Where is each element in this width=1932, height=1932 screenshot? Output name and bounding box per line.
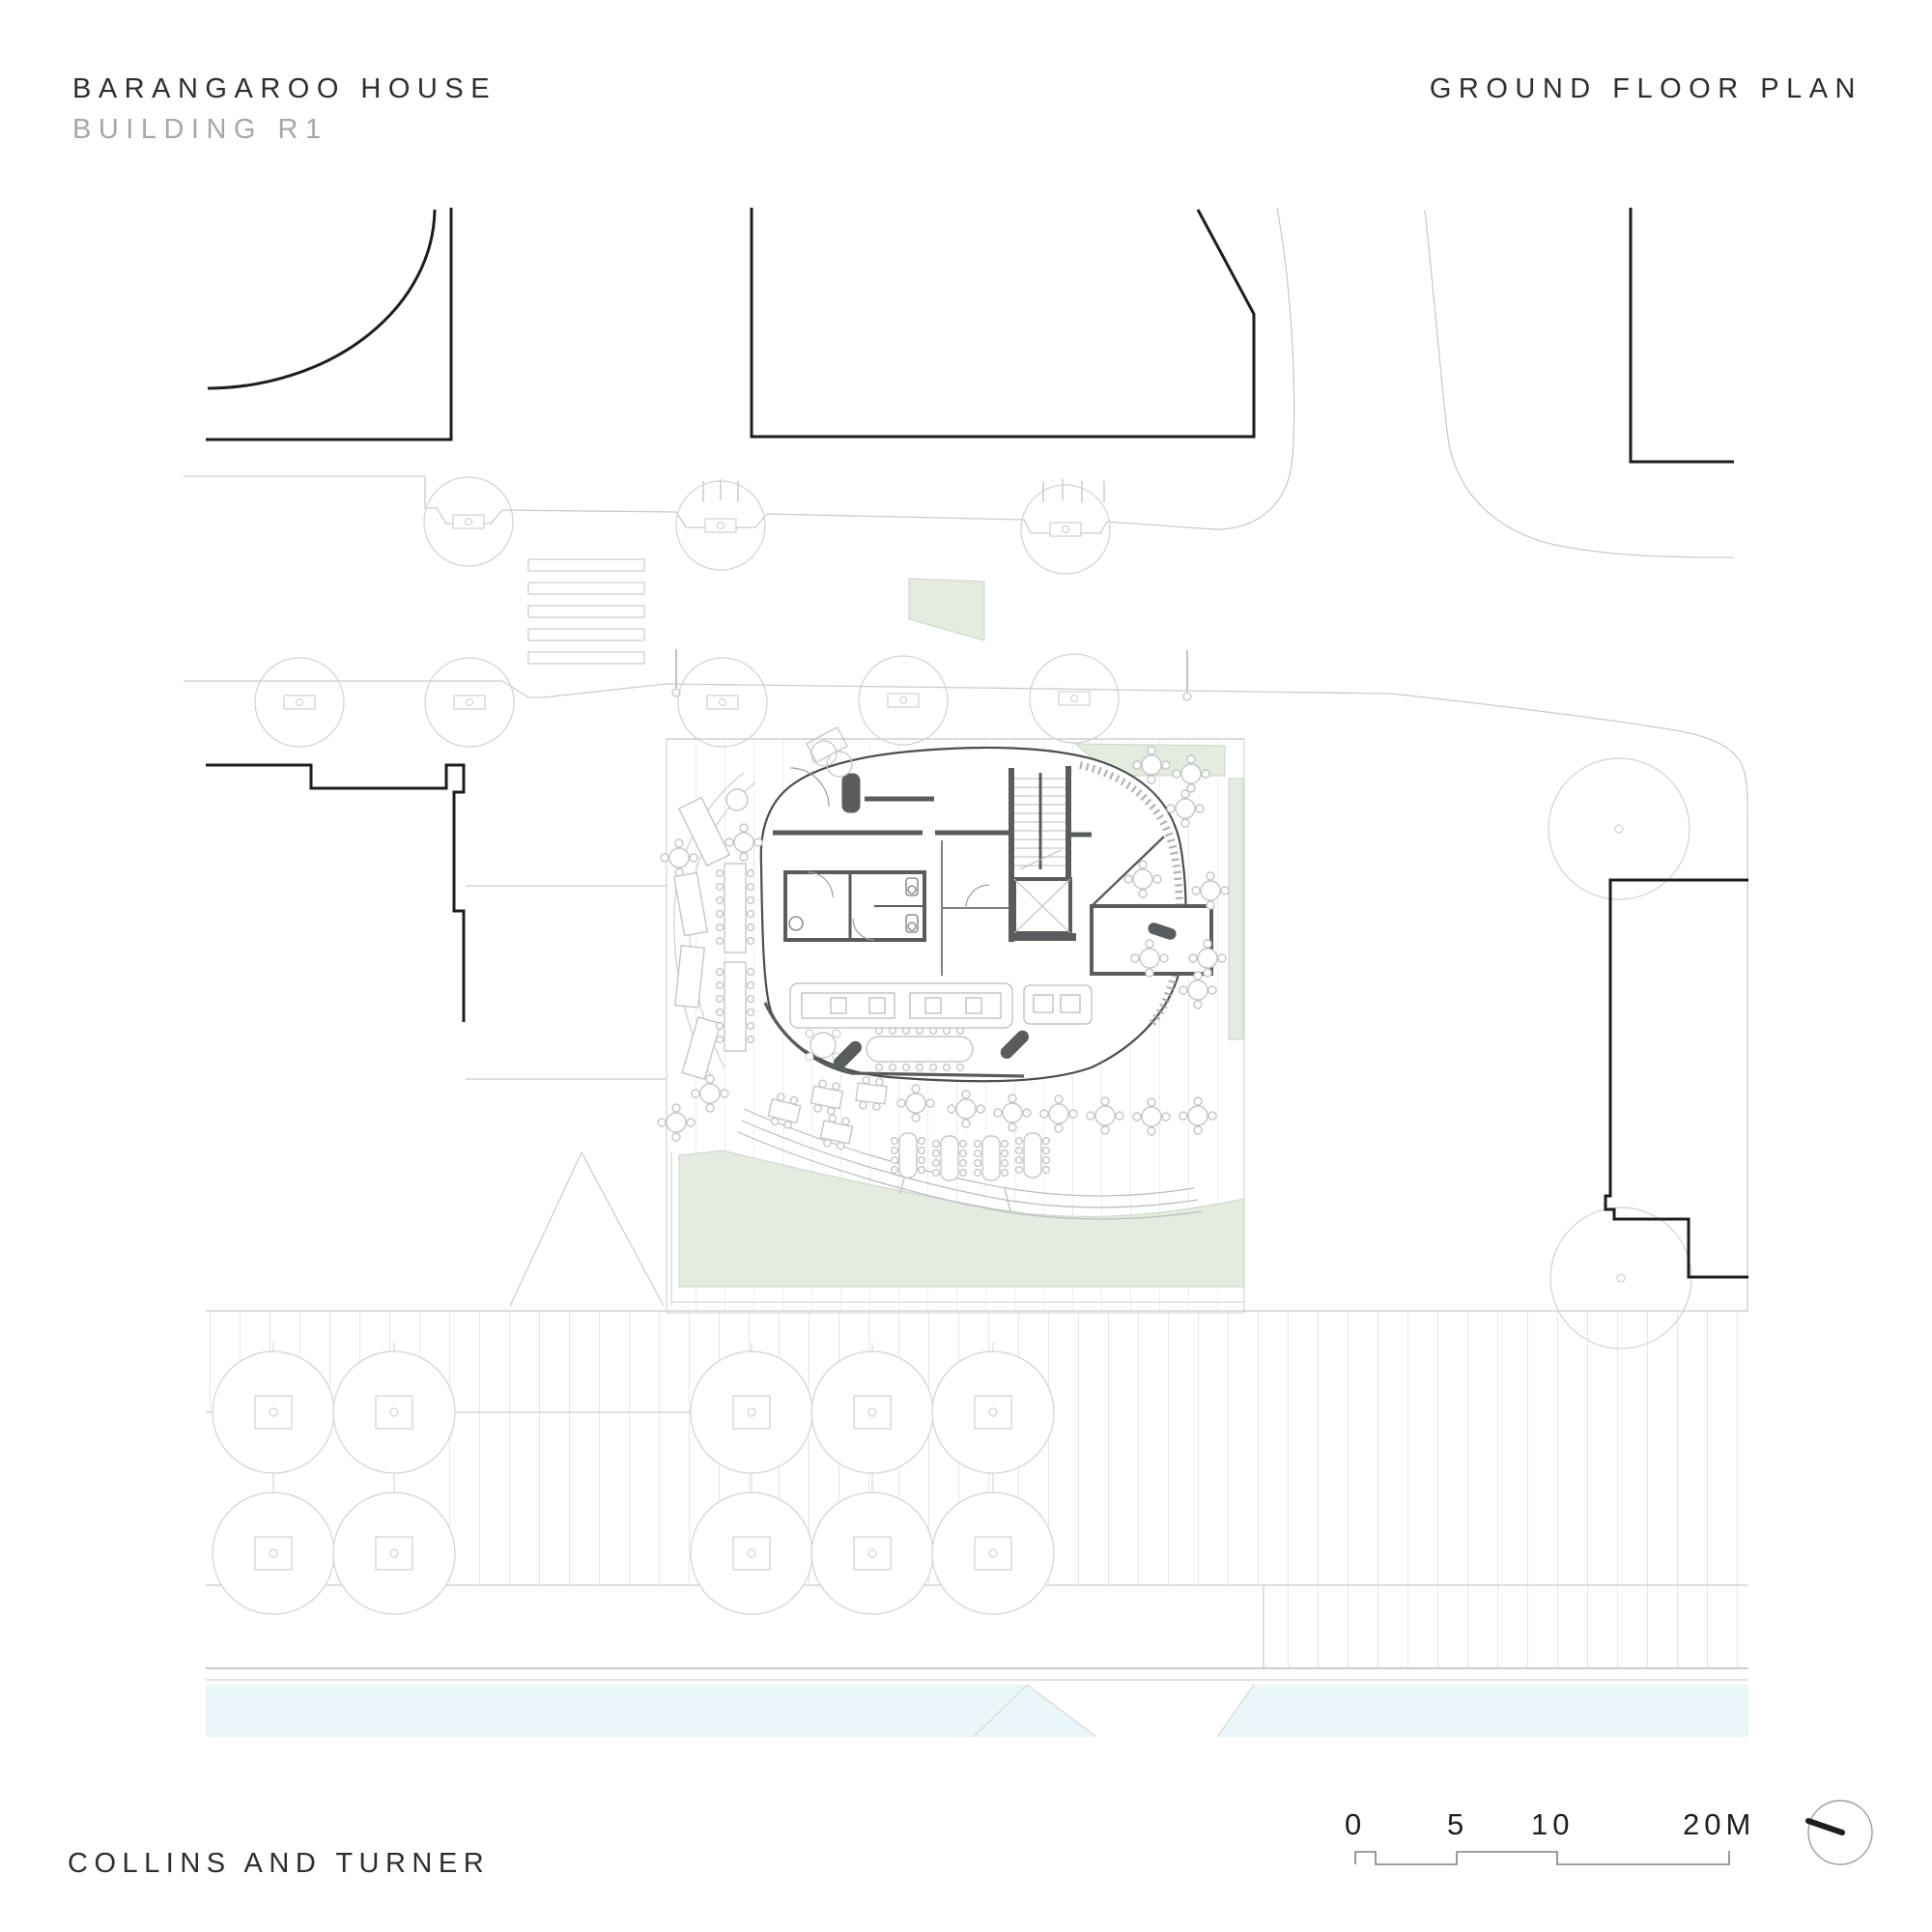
scale-tick-0: 0	[1345, 1807, 1366, 1841]
bar-counter	[789, 982, 1093, 1029]
light-pole-icon	[671, 649, 1192, 701]
north-arrow-icon	[1805, 1800, 1873, 1865]
stair-icon	[1009, 766, 1071, 942]
elevator-icon	[1009, 877, 1076, 941]
scale-tick-20m: 20M	[1683, 1807, 1755, 1841]
water	[206, 1685, 1748, 1737]
west-terrace-seating	[657, 788, 763, 1142]
context-building-west	[206, 763, 466, 1022]
entry-portal	[841, 773, 861, 813]
green-strip-east	[1228, 778, 1244, 1040]
slipway-wedge	[1027, 1685, 1254, 1737]
kitchen-walls	[941, 840, 1009, 976]
green-terrace-south	[678, 1150, 1245, 1288]
terrace-steps	[737, 1108, 1203, 1220]
banquette-dark	[833, 1040, 862, 1069]
entry-door-swing	[789, 767, 830, 808]
furniture	[657, 746, 1230, 1181]
context-building-northwest	[206, 208, 453, 441]
architect-credit: COLLINS AND TURNER	[68, 1848, 490, 1879]
scale-bar-profile	[1354, 1851, 1730, 1865]
banquette-dark	[1000, 1030, 1029, 1059]
street-furniture-ticks	[702, 479, 1105, 502]
scale-tick-5: 5	[1447, 1807, 1468, 1841]
water-edge	[206, 1667, 1748, 1738]
context-building-northeast	[1629, 208, 1734, 464]
scale-bar: 0 5 10 20M	[1345, 1807, 1755, 1865]
east-trees	[1548, 757, 1692, 1350]
context-building-east	[1604, 878, 1748, 1279]
drawing-title: GROUND FLOOR PLAN	[1430, 73, 1862, 104]
boardwalk	[206, 1310, 1748, 1668]
street-trees	[254, 476, 1120, 748]
plaza-west	[466, 885, 666, 1307]
context-buildings	[206, 208, 1748, 1279]
title-block: BARANGAROO HOUSE BUILDING R1 GROUND FLOO…	[68, 73, 1862, 1879]
shade-structure-triangle	[509, 1151, 665, 1307]
northeast-hatch-band	[1079, 761, 1184, 1029]
green-median-street	[908, 578, 985, 641]
building-label: BUILDING R1	[72, 114, 328, 145]
project-title: BARANGAROO HOUSE	[72, 73, 497, 104]
street-edges	[184, 207, 1748, 1311]
building-footprint	[673, 725, 1213, 1220]
context-building-north	[750, 208, 1256, 439]
wc-icon	[783, 870, 926, 942]
entry-canopy	[806, 725, 853, 778]
crosswalk-icon	[527, 558, 645, 665]
boardwalk-trees	[212, 1343, 1055, 1615]
indoor-dining-seating	[805, 1026, 1029, 1072]
scale-tick-10: 10	[1531, 1807, 1574, 1841]
